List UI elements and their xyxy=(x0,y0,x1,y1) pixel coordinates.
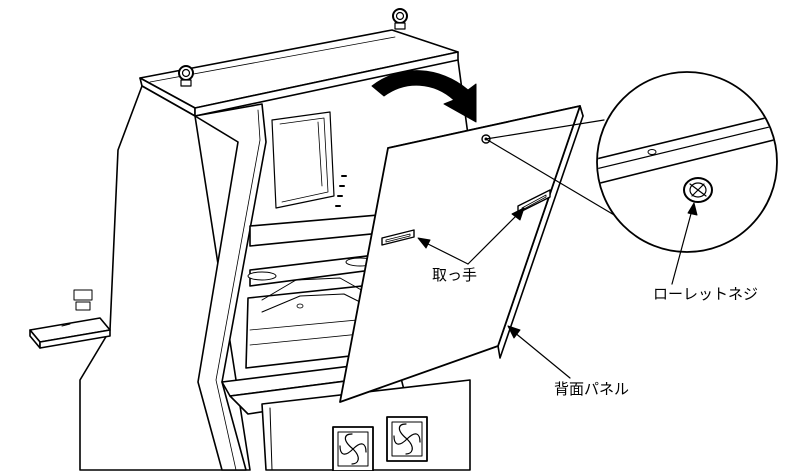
knurled-screw-icon xyxy=(683,177,713,203)
leader-handle-right xyxy=(467,207,525,265)
knurled-screw-label: ローレットネジ xyxy=(653,285,759,303)
leader-handle-left xyxy=(417,237,469,265)
leader-knurled-screw xyxy=(671,202,698,285)
handle-label: 取っ手 xyxy=(432,266,478,284)
lifting-eye-icon xyxy=(178,65,194,87)
leader-back-panel xyxy=(507,325,571,379)
back-panel-label: 背面パネル xyxy=(554,380,630,398)
detail-magnifier xyxy=(485,71,778,253)
fan-icon xyxy=(332,426,374,471)
handle-left xyxy=(381,229,415,246)
fan-icon xyxy=(386,416,428,462)
cabinet-front-pillar xyxy=(194,103,267,471)
lifting-eye-icon xyxy=(392,8,408,30)
curved-arrow-icon xyxy=(371,70,477,123)
back-panel xyxy=(339,105,584,403)
